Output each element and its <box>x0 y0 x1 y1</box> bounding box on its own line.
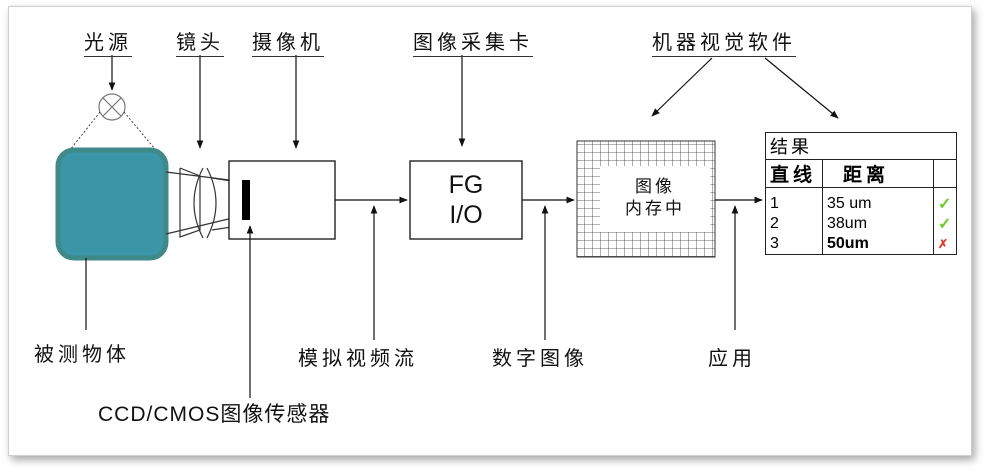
table-row: 1 35 um ✓ <box>766 187 957 214</box>
cross-icon: ✗ <box>933 234 957 255</box>
inspected-object <box>55 147 169 261</box>
frame-grabber-label: 图像采集卡 <box>413 26 533 57</box>
row-id: 1 <box>770 195 779 212</box>
software-to-memory-arrow <box>651 57 713 117</box>
light-source-label: 光源 <box>84 26 132 57</box>
sensor-label: CCD/CMOS图像传感器 <box>98 403 331 426</box>
digital-image-label: 数字图像 <box>492 346 588 370</box>
fg-box-text: FG I/O <box>410 170 522 230</box>
fg-line1: FG <box>448 171 484 199</box>
mv-software-label: 机器视觉软件 <box>652 26 796 57</box>
fg-line2: I/O <box>449 201 483 229</box>
row-id: 2 <box>770 215 779 232</box>
software-to-results-arrow <box>764 57 839 119</box>
object-label: 被测物体 <box>34 342 130 366</box>
memory-box-text: 图像 内存中 <box>600 176 710 220</box>
memory-line2: 内存中 <box>625 199 685 219</box>
results-title: 结果 <box>765 132 957 160</box>
table-row: 2 38um ✓ <box>766 214 957 234</box>
application-label: 应用 <box>708 346 756 370</box>
check-icon: ✓ <box>933 187 957 214</box>
image-memory-grid <box>576 140 716 258</box>
col-dist-header: 距离 <box>822 159 934 188</box>
memory-line1: 图像 <box>635 177 675 197</box>
image-sensor <box>242 180 250 220</box>
camera-label: 摄像机 <box>252 26 324 57</box>
analog-video-label: 模拟视频流 <box>298 346 418 370</box>
row-value: 35 um <box>822 187 934 214</box>
row-value: 38um <box>822 214 934 234</box>
lens-label: 镜头 <box>176 26 224 57</box>
col-line-header: 直线 <box>765 159 823 188</box>
row-id: 3 <box>770 235 779 252</box>
light-source-icon <box>65 55 161 156</box>
check-icon: ✓ <box>933 214 957 234</box>
table-row: 3 50um ✗ <box>766 234 957 255</box>
row-value: 50um <box>822 234 934 255</box>
col-mark-header <box>933 159 957 188</box>
results-table: 结果 直线 距离 1 35 um ✓ 2 38um ✓ 3 50um ✗ <box>765 132 957 255</box>
